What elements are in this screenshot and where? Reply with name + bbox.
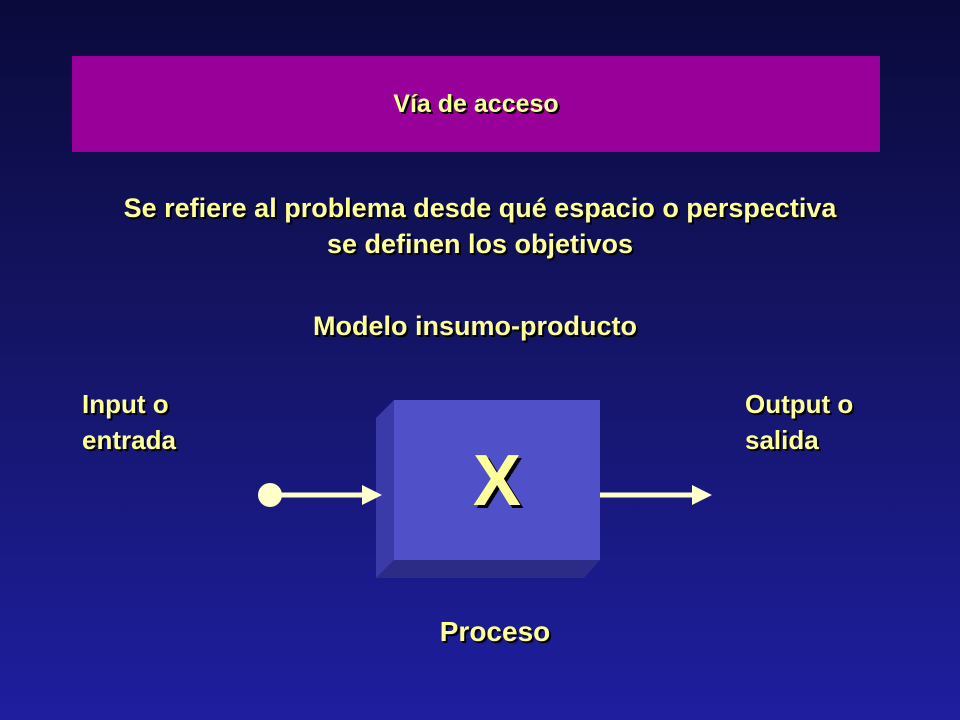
- output-label-line-1: Output o: [745, 389, 854, 419]
- definition-text: Se refiere al problema desde qué espacio…: [40, 190, 920, 262]
- process-box-letter: X: [473, 441, 521, 521]
- model-label: Modelo insumo-producto: [313, 311, 637, 341]
- process-box: X X: [376, 400, 600, 578]
- input-arrow-head: [362, 485, 382, 505]
- input-label: Input o entrada: [82, 386, 242, 458]
- process-label: Proceso: [439, 616, 551, 647]
- slide-title: Vía de acceso: [393, 89, 559, 118]
- input-arrow: [258, 483, 382, 507]
- definition-line-2: se definen los objetivos: [326, 229, 634, 259]
- title-bar: Vía de acceso: [72, 56, 880, 152]
- input-label-line-2: entrada: [82, 425, 176, 455]
- output-arrow-head: [692, 485, 712, 505]
- input-label-line-1: Input o: [82, 389, 169, 419]
- process-box-left-bevel: [376, 400, 394, 578]
- output-label-line-2: salida: [745, 425, 819, 455]
- definition-line-1: Se refiere al problema desde qué espacio…: [123, 193, 837, 223]
- output-arrow: [600, 485, 712, 505]
- process-box-face: [394, 400, 600, 560]
- process-box-letter-shadow: X: [476, 444, 524, 524]
- output-label: Output o salida: [745, 386, 925, 458]
- process-box-bottom-bevel: [376, 560, 600, 578]
